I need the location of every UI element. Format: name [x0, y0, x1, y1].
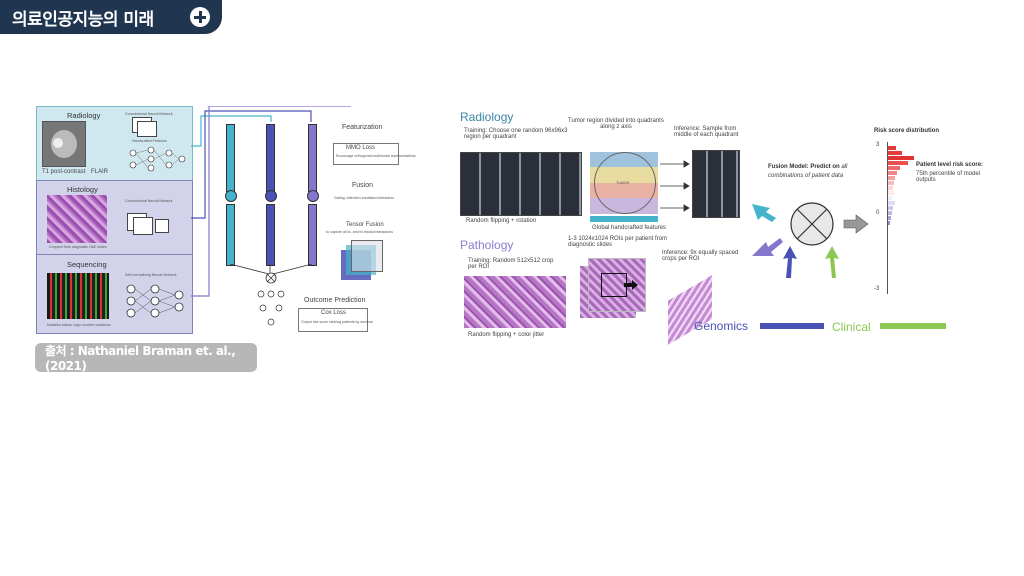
- radiology-label: Radiology: [67, 111, 101, 120]
- tensor-cube: [341, 240, 383, 280]
- histology-panel: Histology Cropped from diagnostic H&E sl…: [36, 180, 193, 255]
- source-attribution: 출처 : Nathaniel Braman et. al., (2021): [35, 343, 257, 373]
- gate-node: [265, 190, 277, 202]
- path-inference-text: Inference: 9x equally spaced crops per R…: [662, 250, 739, 262]
- neural-net-icon: [129, 146, 186, 172]
- gate-node: [225, 190, 237, 202]
- histology-fused-bar: [266, 204, 275, 266]
- sequencing-label: Sequencing: [67, 260, 107, 269]
- tumor-label: TUMOR: [616, 181, 630, 185]
- histology-label: Histology: [67, 185, 98, 194]
- source-text: 출처 : Nathaniel Braman et. al., (2021): [45, 344, 236, 373]
- inference-patches: [692, 150, 740, 218]
- tensor-fusion-desc: to capture all bi- and tri-modal interac…: [326, 230, 393, 234]
- histology-cnn-label: Convolutional Neural Network: [125, 199, 173, 203]
- handcrafted-label: Handcrafted Features: [132, 139, 167, 143]
- path-training-text: Training: Random 512x512 crop per ROI: [468, 258, 554, 270]
- pathology-heading: Pathology: [460, 238, 514, 252]
- quadrant-arrows: [660, 160, 690, 212]
- mmo-loss-box: MMO Loss Encourage orthogonal multimodal…: [333, 143, 416, 165]
- genomics-bar: [760, 323, 824, 329]
- fusion-pipeline-figure: Radiology Training: Choose one random 96…: [456, 108, 998, 345]
- risk-tick-top: 3: [876, 142, 880, 148]
- radiology-heading: Radiology: [460, 110, 514, 124]
- path-rois-text: 1-3 1024x1024 ROIs per patient from diag…: [568, 236, 668, 248]
- connector-lines: [191, 106, 351, 297]
- radiology-panel: Radiology T1 post-contrast FLAIR Convolu…: [36, 106, 193, 182]
- sequencing-fused-bar: [308, 204, 317, 266]
- mri-patch-grid: [460, 152, 582, 216]
- risk-histogram: [888, 146, 914, 226]
- snn-icon: [126, 284, 184, 318]
- heatmap-image: [47, 273, 109, 319]
- pathology-crops: [464, 276, 566, 328]
- rad-inference-text: Inference: Sample from middle of each qu…: [674, 126, 739, 138]
- cox-loss-box: Cox Loss Output risk score ranking patie…: [298, 308, 373, 332]
- crop-stack: [668, 275, 712, 345]
- fusion-model-line2: combinations of patient data: [768, 173, 844, 179]
- product-node: [229, 264, 313, 326]
- clinical-bar: [880, 323, 946, 329]
- snn-label: Self-normalizing Neural Network: [125, 273, 177, 277]
- crop-arrow-icon: [624, 280, 638, 290]
- rad-quadrants-text: Tumor region divided into quadrants alon…: [568, 118, 664, 130]
- fusion-label: Fusion: [352, 182, 374, 189]
- radiology-fused-bar: [226, 204, 235, 266]
- mmo-loss-label: MMO Loss: [346, 145, 376, 151]
- multimodal-architecture-figure: Radiology T1 post-contrast FLAIR Convolu…: [36, 106, 426, 334]
- risk-level-label: Patient level risk score:: [916, 162, 984, 168]
- cox-loss-label: Cox Loss: [321, 310, 347, 316]
- radiology-caption: T1 post-contrast: [42, 169, 86, 175]
- risk-axis: [887, 142, 888, 294]
- fusion-node: [752, 202, 869, 278]
- path-flip-text: Random flipping + color jitter: [468, 332, 545, 338]
- rad-training-text: Training: Choose one random 96x96x3 regi…: [464, 128, 568, 140]
- global-features-text: Global handcrafted features: [592, 225, 667, 231]
- radiology-feature-bar: [226, 124, 235, 192]
- mri-image: [42, 121, 86, 167]
- tensor-fusion-label: Tensor Fusion: [346, 222, 384, 228]
- risk-tick-mid: 0: [876, 210, 880, 216]
- risk-title: Risk score distribution: [874, 128, 940, 134]
- risk-tick-bot: -3: [874, 286, 880, 292]
- rad-flip-text: Random flipping + rotation: [466, 218, 537, 224]
- fusion-desc: Gating, Attention-mediated interaction: [334, 196, 395, 200]
- genomics-label: Genomics: [694, 319, 749, 333]
- risk-level-desc: 75th percentile of model outputs: [916, 171, 981, 183]
- tumor-quadrants: TUMOR: [590, 152, 658, 214]
- gate-node: [307, 190, 319, 202]
- plus-icon[interactable]: [190, 7, 210, 27]
- cox-loss-desc: Output risk score ranking patients by su…: [301, 320, 373, 324]
- radiology-cnn-label: Convolutional Neural Network: [125, 112, 173, 116]
- fusion-model-line1: Fusion Model: Predict on all: [768, 164, 848, 170]
- mmo-loss-desc: Encourage orthogonal multimodal represen…: [336, 154, 416, 158]
- sequencing-panel: Sequencing Mutation status, copy number …: [36, 254, 193, 334]
- page-title: 의료인공지능의 미래: [12, 9, 154, 30]
- histology-caption: Cropped from diagnostic H&E slides: [49, 245, 107, 249]
- global-feature-bar: [590, 216, 658, 222]
- sequencing-caption: Mutation status, copy number variations: [47, 323, 111, 327]
- clinical-label: Clinical: [832, 320, 871, 334]
- flair-caption: FLAIR: [91, 169, 109, 175]
- featurization-label: Featurization: [342, 124, 383, 131]
- section-title-tab: 의료인공지능의 미래: [0, 0, 222, 34]
- histology-feature-bar: [266, 124, 275, 192]
- histology-image: [47, 195, 107, 243]
- sequencing-feature-bar: [308, 124, 317, 192]
- outcome-prediction-label: Outcome Prediction: [304, 297, 366, 304]
